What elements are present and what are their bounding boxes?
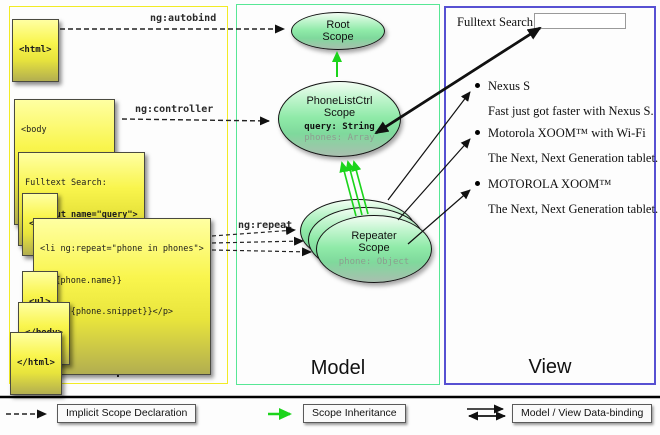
repeater-scope-subtitle: Scope <box>358 242 390 254</box>
root-scope-title: Root <box>326 19 350 31</box>
legend-implicit-scope-label: Implicit Scope Declaration <box>57 404 197 423</box>
ng-repeat-label: ng:repeat <box>238 220 293 231</box>
ng-controller-label: ng:controller <box>135 104 214 115</box>
code-line: <body <box>21 125 47 135</box>
code-line: Fulltext Search: <box>25 178 107 188</box>
item-name: MOTOROLA XOOM™ <box>475 177 658 192</box>
query-property: query: String <box>304 121 375 132</box>
code-line: <html> <box>19 45 52 55</box>
item-description: The Next, Next Generation tablet. <box>488 151 659 165</box>
item-name: Nexus S <box>475 79 658 94</box>
bullet-icon <box>475 83 480 88</box>
view-list-item: MOTOROLA XOOM™ The Next, Next Generation… <box>475 177 659 217</box>
item-name: Motorola XOOM™ with Wi-Fi <box>475 126 658 141</box>
repeater-scope-ellipse-front: Repeater Scope phone: Object <box>316 215 432 283</box>
bullet-icon <box>475 181 480 186</box>
ng-autobind-label: ng:autobind <box>150 13 217 24</box>
root-scope-subtitle: Scope <box>322 31 354 43</box>
model-column-label: Model <box>310 357 366 379</box>
view-search-label: Fulltext Search: <box>457 15 537 29</box>
phone-property: phone: Object <box>338 257 410 267</box>
code-li-repeat: <li ng:repeat="phone in phones"> {{phone… <box>33 218 211 375</box>
item-description: Fast just got faster with Nexus S. <box>488 104 654 118</box>
legend-scope-inheritance-label: Scope Inheritance <box>303 404 406 423</box>
legend-data-binding-label: Model / View Data-binding <box>512 404 653 423</box>
phonelistctrl-scope-ellipse: PhoneListCtrl Scope query: String phones… <box>278 81 401 157</box>
phones-property: phones: Array <box>304 132 375 143</box>
item-description: The Next, Next Generation tablet. <box>488 202 659 216</box>
code-line: </html> <box>17 358 55 368</box>
phonelistctrl-scope-title: PhoneListCtrl <box>306 94 373 107</box>
root-scope-ellipse: Root Scope <box>291 12 385 50</box>
repeater-scope-title: Repeater <box>351 230 397 242</box>
fulltext-search-input[interactable] <box>534 13 626 29</box>
code-line: <p>{{phone.snippet}}</p> <box>40 307 174 317</box>
code-line: <li ng:repeat="phone in phones"> <box>40 244 204 254</box>
code-line: {{phone.name}} <box>40 275 122 286</box>
code-html-open: <html> <box>12 19 59 82</box>
view-column-label: View <box>528 356 572 378</box>
model-column: Model <box>236 4 440 385</box>
code-html-close: </html> <box>10 332 62 395</box>
bullet-icon <box>475 130 480 135</box>
phonelistctrl-scope-subtitle: Scope <box>323 106 356 119</box>
view-list-item: Motorola XOOM™ with Wi-Fi The Next, Next… <box>475 126 659 166</box>
view-list-item: Nexus S Fast just got faster with Nexus … <box>475 79 658 119</box>
